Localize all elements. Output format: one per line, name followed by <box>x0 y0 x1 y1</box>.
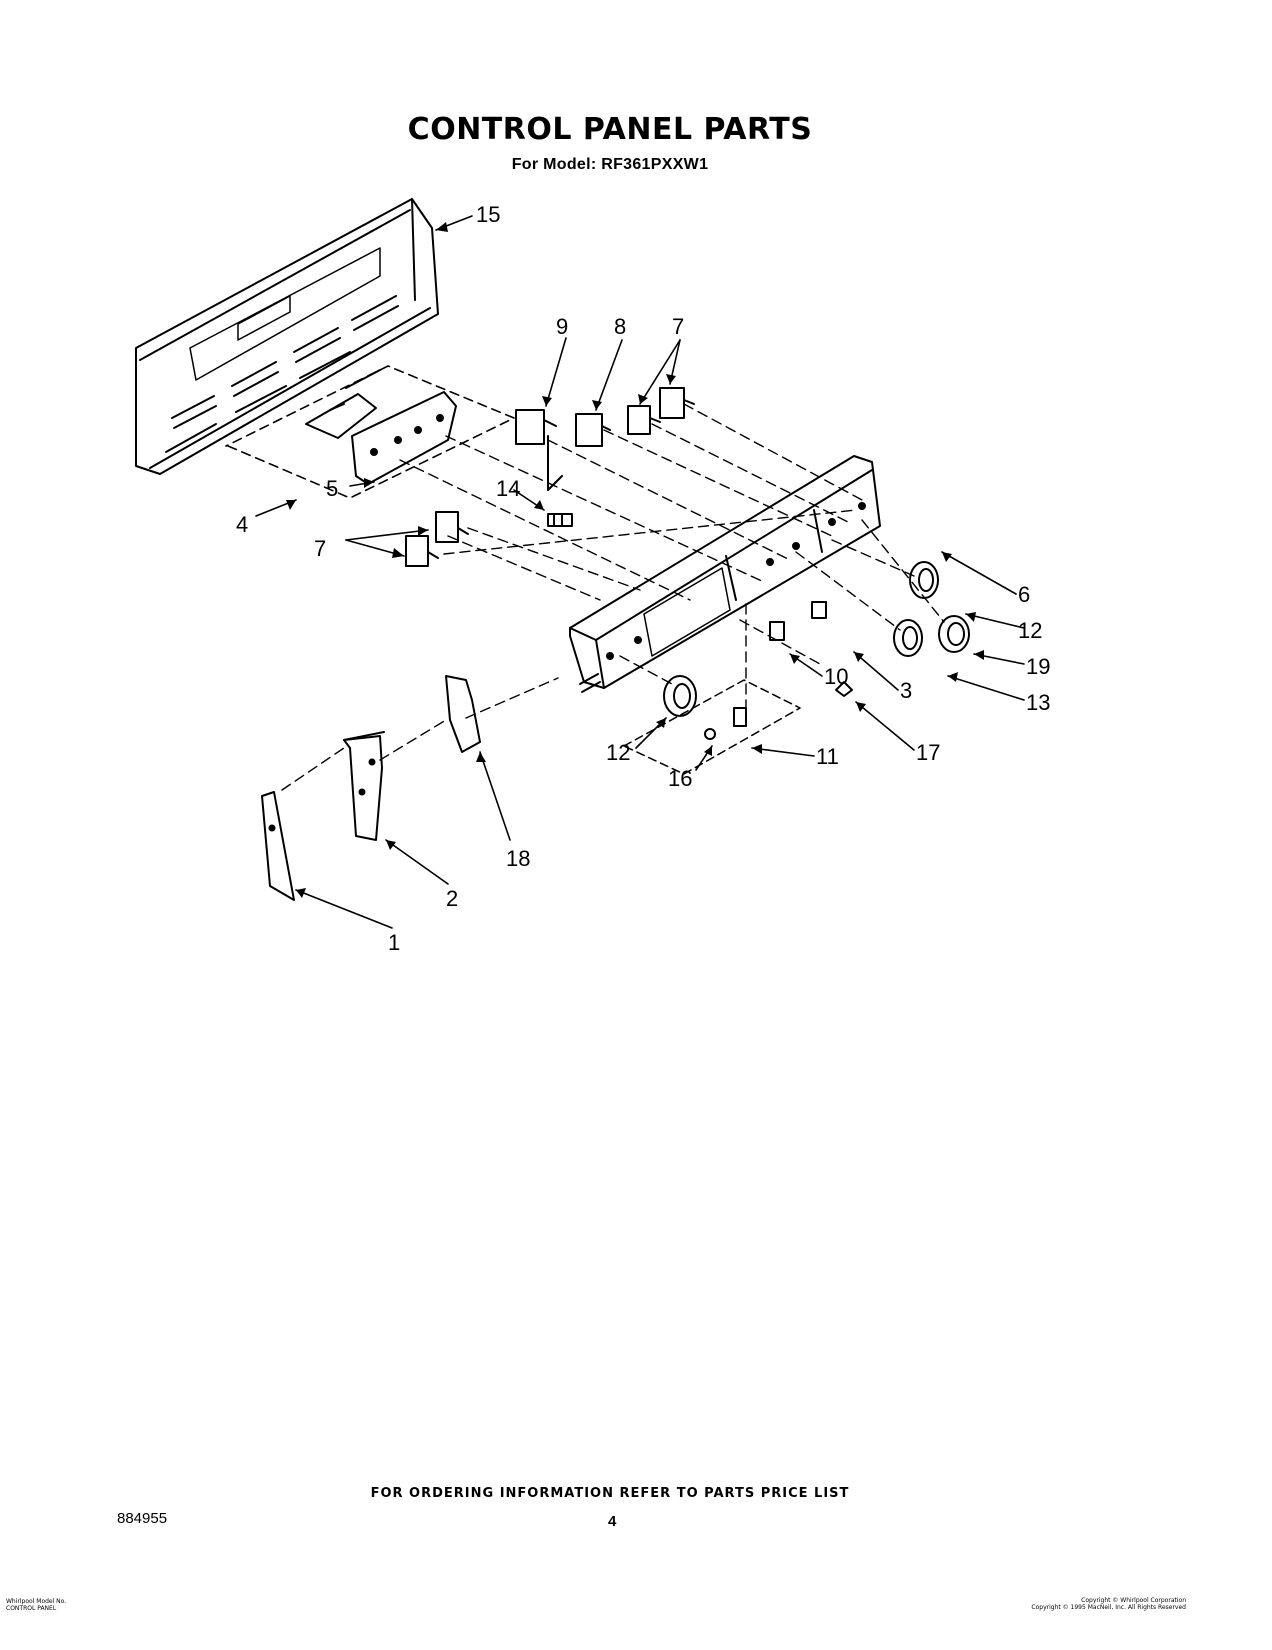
callout-19: 19 <box>1026 654 1050 679</box>
copyright-line-1: Copyright © Whirlpool Corporation <box>1081 1597 1186 1604</box>
callout-8: 8 <box>614 314 626 339</box>
callout-10: 10 <box>824 664 848 689</box>
leader-arrowheads <box>286 222 984 898</box>
knob-part-12-upper <box>909 561 939 599</box>
burner-switch-part-a <box>627 405 661 435</box>
callout-1: 1 <box>388 930 400 955</box>
callout-7-left: 7 <box>314 536 326 561</box>
clock-assembly-part <box>305 369 457 485</box>
copyright-block: Copyright © Whirlpool Corporation Copyri… <box>1031 1597 1186 1611</box>
callout-12-left: 12 <box>606 740 630 765</box>
model-subtitle: For Model: RF361PXXW1 <box>511 156 709 173</box>
document-number: 884955 <box>117 1510 168 1527</box>
bracket-outline-part <box>225 365 515 499</box>
infinite-switch-part <box>575 413 611 447</box>
callout-11: 11 <box>816 744 839 769</box>
page-title: CONTROL PANEL PARTS <box>407 112 813 147</box>
callout-14: 14 <box>496 476 520 501</box>
burner-switch-part-d <box>405 535 439 567</box>
callout-16: 16 <box>668 766 692 791</box>
valve-switch-part <box>515 409 563 491</box>
burner-switch-part-c <box>435 511 469 543</box>
ordering-note: FOR ORDERING INFORMATION REFER TO PARTS … <box>370 1486 850 1501</box>
panel-bracket-part-18 <box>445 675 481 753</box>
side-bracket-part-2 <box>343 731 385 841</box>
page-number: 4 <box>608 1513 617 1530</box>
fastener-part-16 <box>704 728 716 740</box>
callout-4: 4 <box>236 512 248 537</box>
clip-part-3 <box>811 601 827 619</box>
footer-left-caption: Whirlpool Model No. CONTROL PANEL <box>6 1598 67 1612</box>
callout-15: 15 <box>476 202 500 227</box>
control-panel-face-part <box>569 455 881 693</box>
knob-part-19 <box>938 615 970 653</box>
assembly-lines <box>281 403 945 791</box>
callout-17: 17 <box>916 740 940 765</box>
callout-2: 2 <box>446 886 458 911</box>
callout-18: 18 <box>506 846 530 871</box>
callout-9: 9 <box>556 314 568 339</box>
screw-part-17 <box>835 681 853 697</box>
callout-12-right: 12 <box>1018 618 1042 643</box>
callout-5: 5 <box>326 476 338 501</box>
callout-6: 6 <box>1018 582 1030 607</box>
callout-3: 3 <box>900 678 912 703</box>
hardware-tray-outline <box>623 679 801 775</box>
terminal-block-part <box>547 513 573 527</box>
leader-lines <box>255 215 1025 929</box>
knob-part-13 <box>893 619 923 657</box>
fastener-part-11 <box>733 707 747 727</box>
knob-part-12-lower <box>663 675 697 717</box>
callout-7-top: 7 <box>672 314 684 339</box>
side-trim-part-1 <box>261 791 295 901</box>
callout-13: 13 <box>1026 690 1050 715</box>
copyright-line-2: Copyright © 1995 MacNeil, Inc. All Right… <box>1031 1604 1186 1611</box>
burner-switch-part-b <box>659 387 695 419</box>
back-panel-part <box>135 198 439 475</box>
